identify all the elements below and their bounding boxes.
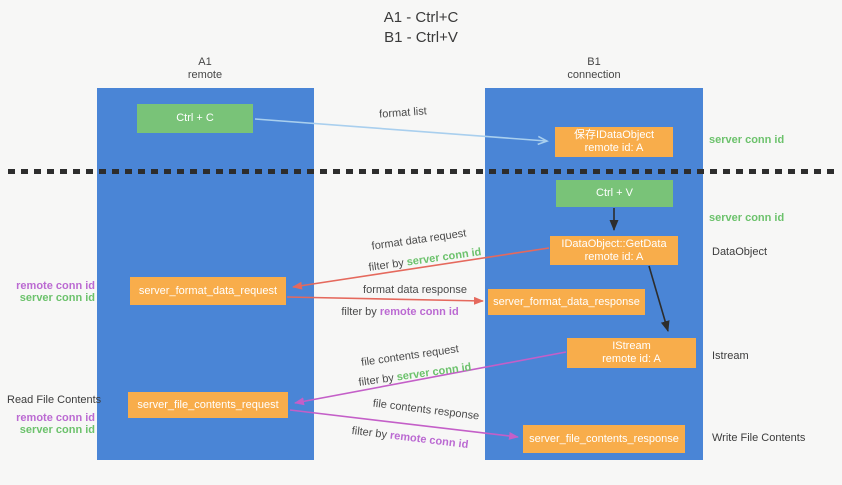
side-label-remote-conn-id-1: remote conn id: [16, 280, 95, 292]
lane-header-a1: A1 remote: [145, 56, 265, 82]
arrow-format-data-response: [286, 296, 484, 305]
server-conn-id-text: server conn id: [395, 361, 473, 384]
title-line-1: A1 - Ctrl+C: [383, 9, 459, 26]
side-label-read-file-contents: Read File Contents: [7, 394, 102, 406]
side-label-server-conn-id-1: server conn id: [19, 292, 95, 304]
box-getdata-line1: IDataObject::GetData: [561, 237, 667, 250]
filter-by-text: filter by: [341, 306, 380, 318]
label-file-contents-response: file contents response: [372, 397, 480, 423]
box-save-idataobject-line2: remote id: A: [584, 142, 644, 154]
box-server-format-data-response: server_format_data_response: [488, 289, 645, 315]
label-file-contents-response-filter: filter by remote conn id: [351, 425, 469, 451]
box-idataobject-getdata: IDataObject::GetData remote id: A: [550, 236, 678, 265]
box-istream: IStream remote id: A: [567, 338, 696, 368]
box-ctrl-v: Ctrl + V: [556, 180, 673, 207]
lane-header-b1: B1 connection: [534, 56, 654, 82]
side-label-server-conn-id-mid: server conn id: [709, 212, 785, 224]
label-format-data-response-filter: filter by remote conn id: [341, 306, 458, 318]
lane-a1-subtitle: remote: [187, 69, 223, 81]
box-server-format-data-request: server_format_data_request: [130, 277, 286, 305]
filter-by-text: filter by: [367, 256, 408, 274]
box-server-format-data-response-label: server_format_data_response: [493, 295, 640, 308]
box-server-format-data-request-label: server_format_data_request: [138, 284, 278, 297]
remote-conn-id-text: remote conn id: [389, 429, 469, 452]
dotted-divider-line: [8, 169, 836, 174]
box-ctrl-v-label: Ctrl + V: [596, 187, 633, 199]
server-conn-id-text: server conn id: [405, 246, 483, 269]
side-label-write-file-contents: Write File Contents: [712, 432, 806, 444]
lane-b1-title: B1: [587, 56, 601, 68]
diagram-title: A1 - Ctrl+C B1 - Ctrl+V: [0, 8, 842, 48]
lane-a1-title: A1: [198, 56, 212, 68]
box-getdata-line2: remote id: A: [584, 250, 644, 263]
lane-b1-subtitle: connection: [567, 69, 621, 81]
side-label-dataobject: DataObject: [712, 246, 768, 258]
box-server-file-contents-response: server_file_contents_response: [523, 425, 685, 453]
side-label-istream: Istream: [712, 350, 749, 362]
side-label-server-conn-id-top: server conn id: [709, 134, 785, 146]
box-ctrl-c-label: Ctrl + C: [176, 112, 214, 124]
box-istream-line2: remote id: A: [602, 353, 661, 365]
box-server-file-contents-request: server_file_contents_request: [128, 392, 288, 418]
filter-by-text: filter by: [357, 371, 398, 389]
title-line-2: B1 - Ctrl+V: [384, 29, 458, 46]
box-server-file-contents-response-label: server_file_contents_response: [529, 432, 679, 445]
side-label-remote-conn-id-2: remote conn id: [16, 412, 95, 424]
box-save-idataobject-line1: 保存IDataObject: [573, 129, 655, 141]
box-save-idataobject: 保存IDataObject remote id: A: [555, 127, 673, 157]
side-label-server-conn-id-2: server conn id: [19, 424, 95, 436]
filter-by-text: filter by: [351, 424, 391, 442]
remote-conn-id-text: remote conn id: [379, 306, 459, 318]
box-istream-line1: IStream: [612, 340, 651, 352]
box-ctrl-c: Ctrl + C: [137, 104, 253, 133]
label-format-data-request: format data request: [370, 227, 468, 253]
label-format-data-response: format data response: [363, 284, 467, 296]
label-format-list: format list: [378, 105, 428, 121]
box-server-file-contents-request-label: server_file_contents_request: [137, 398, 279, 411]
